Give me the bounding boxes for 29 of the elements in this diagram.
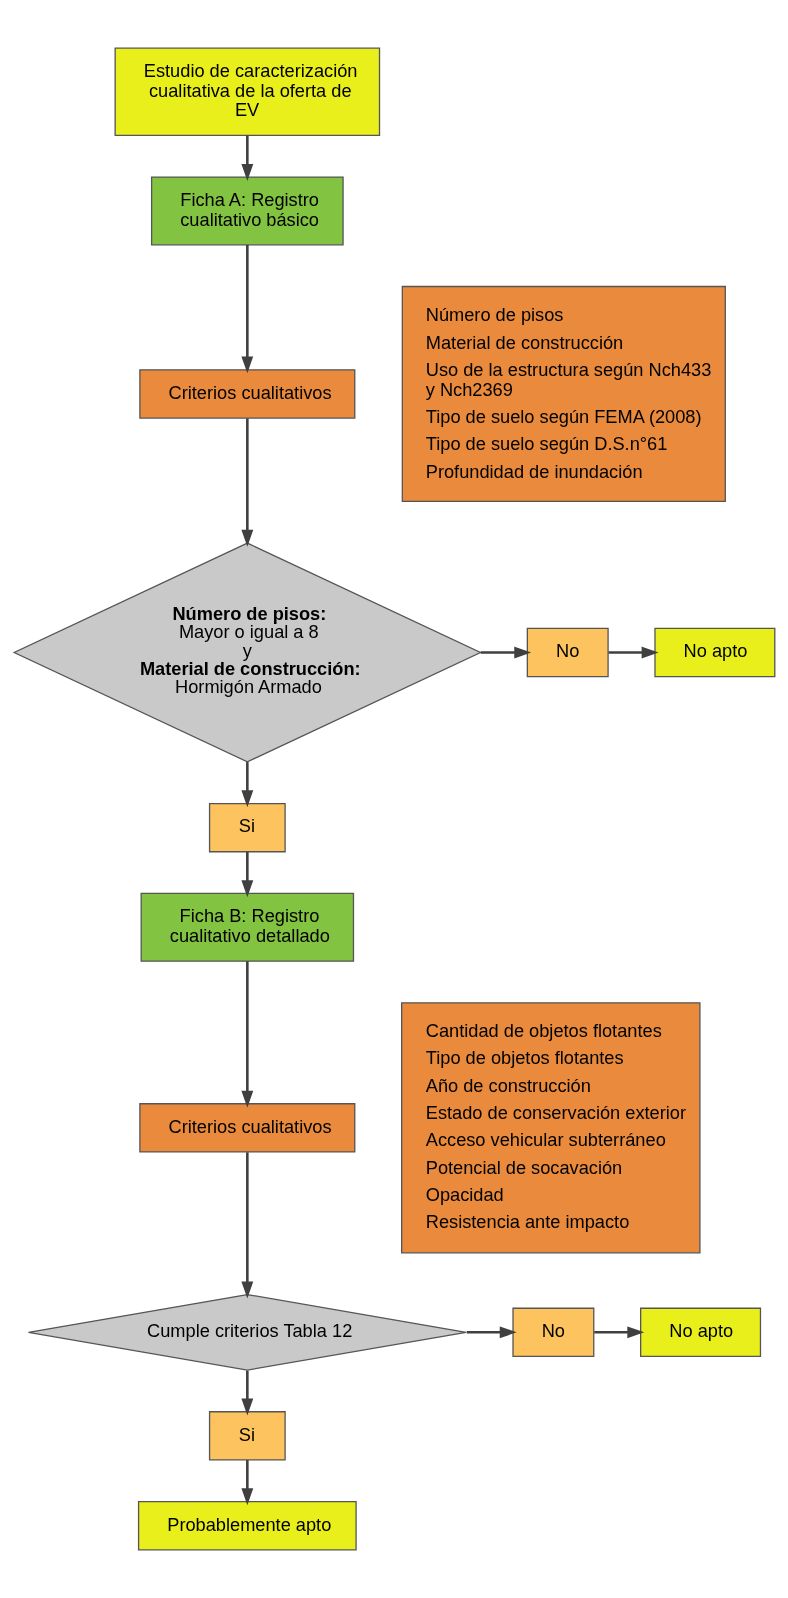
node-diamond: Cumple criterios Tabla 12 bbox=[27, 1293, 467, 1371]
node-box: No bbox=[526, 627, 609, 678]
arrow bbox=[240, 244, 253, 374]
arrow bbox=[480, 646, 531, 659]
node-box: Ficha B: Registro cualitativo detallado bbox=[140, 892, 354, 962]
node-box: Criterios cualitativos bbox=[138, 1103, 355, 1153]
arrow bbox=[240, 851, 253, 898]
node-box: Criterios cualitativos bbox=[138, 369, 355, 419]
node-box: Si bbox=[208, 1411, 286, 1461]
arrow bbox=[240, 1370, 253, 1416]
node-box: Probablemente apto bbox=[137, 1501, 357, 1551]
node-box: Si bbox=[208, 802, 286, 853]
node-box: No bbox=[511, 1307, 594, 1358]
arrow bbox=[608, 646, 659, 659]
arrow bbox=[593, 1326, 644, 1339]
arrow bbox=[240, 762, 253, 808]
arrow bbox=[240, 961, 253, 1108]
node-box: Ficha A: Registro cualitativo básico bbox=[150, 176, 344, 246]
arrow bbox=[240, 135, 253, 181]
arrow bbox=[240, 1152, 253, 1299]
node-diamond: Número de pisos: Mayor o igual a 8 y Material de construcción: Hormigón Armado bbox=[12, 542, 482, 763]
arrow bbox=[466, 1326, 517, 1339]
node-box: Número de pisos Material de construcción Uso de la estructura según Nch433 y Nch2369 Tipo de suelo según FEMA (2008) Tipo de suelo según D.S.n°61 Profundidad de inundación bbox=[401, 285, 726, 503]
node-box: Estudio de caracterización cualitativa de la oferta de EV bbox=[114, 47, 380, 137]
node-box: Cantidad de objetos flotantes Tipo de objetos flotantes Año de construcción Estado de conservación exterior Acceso vehicular subterráneo Potencial de socavación Opacidad Resistencia ante impacto bbox=[400, 1002, 701, 1254]
node-box: No apto bbox=[653, 627, 775, 678]
node-box: No apto bbox=[639, 1307, 761, 1358]
arrow bbox=[240, 1460, 253, 1506]
arrow bbox=[240, 418, 253, 547]
